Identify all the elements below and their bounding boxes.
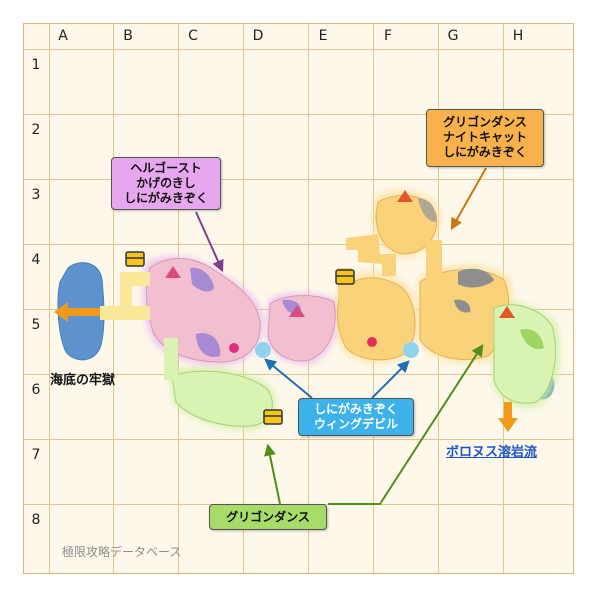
- callout-grigon-lower: グリゴンダンス: [209, 504, 327, 530]
- triangle-marker-icon-c4: [165, 266, 181, 278]
- callout-line: グリゴンダンス: [443, 115, 527, 129]
- place-label-seafloor-prison[interactable]: 海底の牢獄: [50, 373, 116, 388]
- grid-line-vertical: [49, 23, 50, 574]
- row-label-1: 1: [31, 57, 41, 73]
- leader-line-blue-left: [264, 358, 313, 399]
- circle-marker-icon-c5: [229, 343, 239, 353]
- callout-line: ヘルゴースト: [130, 161, 202, 175]
- row-label-5: 5: [31, 317, 41, 333]
- leader-line-orange: [450, 167, 487, 231]
- credit-text: 極限攻略データベース: [62, 545, 182, 559]
- leader-line-green-right: [328, 343, 484, 505]
- corridor-south: [164, 338, 178, 380]
- column-label-a: A: [58, 28, 68, 44]
- exit-arrow-icon-west: [54, 302, 100, 322]
- leader-line-pink: [195, 211, 224, 273]
- triangle-marker-icon-f3: [397, 190, 413, 202]
- row-label-7: 7: [31, 447, 41, 463]
- column-label-h: H: [512, 28, 524, 44]
- row-label-2: 2: [31, 122, 41, 138]
- callout-line: ナイトキャット: [442, 130, 527, 144]
- row-label-6: 6: [31, 382, 41, 398]
- pink-zone-west: [146, 257, 261, 363]
- column-label-d: D: [252, 28, 264, 44]
- row-label-8: 8: [31, 512, 41, 528]
- passage-d5: [255, 342, 271, 358]
- callout-line: グリゴンダンス: [226, 510, 310, 524]
- callout-line: しにがみきぞく: [124, 191, 208, 205]
- callout-grigon-upper: グリゴンダンス ナイトキャット しにがみきぞく: [426, 109, 544, 167]
- green-zone-east: [493, 304, 556, 404]
- row-label-3: 3: [31, 187, 41, 203]
- column-label-e: E: [318, 28, 328, 44]
- callout-line: かげのきし: [136, 176, 196, 190]
- grid-line-horizontal: [23, 49, 574, 50]
- treasure-chest-icon-b4: [125, 251, 145, 267]
- column-label-b: B: [123, 28, 133, 44]
- triangle-marker-icon-e5: [289, 305, 305, 317]
- leader-line-green-left: [264, 443, 281, 505]
- grid-line-horizontal: [23, 179, 574, 180]
- column-label-g: G: [447, 28, 459, 44]
- callout-hell-ghost-area: ヘルゴースト かげのきし しにがみきぞく: [111, 157, 221, 210]
- treasure-chest-icon-e4: [335, 269, 355, 285]
- corridor-g-link: [426, 240, 442, 284]
- grid-line-horizontal: [23, 439, 574, 440]
- grid-line-horizontal: [23, 244, 574, 245]
- corridor-west: [100, 306, 150, 320]
- callout-line: しにがみきぞく: [443, 145, 527, 159]
- grid-line-vertical: [113, 23, 114, 574]
- place-link-boronus-lava[interactable]: ボロヌス溶岩流: [446, 445, 538, 460]
- column-label-f: F: [383, 28, 393, 44]
- circle-marker-icon-e5: [367, 337, 377, 347]
- corridor-north-link: [346, 234, 396, 276]
- pink-zone-east: [267, 295, 336, 362]
- treasure-chest-icon-d6: [263, 409, 283, 425]
- passage-f5: [403, 342, 419, 358]
- column-label-c: C: [188, 28, 198, 44]
- triangle-marker-icon-h5: [499, 306, 515, 318]
- corridor-north-west: [120, 272, 150, 306]
- leader-line-blue-right: [371, 360, 410, 399]
- exit-arrow-icon-south: [498, 402, 518, 432]
- callout-line: ウィングデビル: [313, 417, 398, 431]
- grid-line-horizontal: [23, 374, 574, 375]
- row-label-4: 4: [31, 252, 41, 268]
- grid-line-horizontal: [23, 114, 574, 115]
- callout-line: しにがみきぞく: [314, 402, 398, 416]
- callout-passage: しにがみきぞく ウィングデビル: [298, 398, 414, 436]
